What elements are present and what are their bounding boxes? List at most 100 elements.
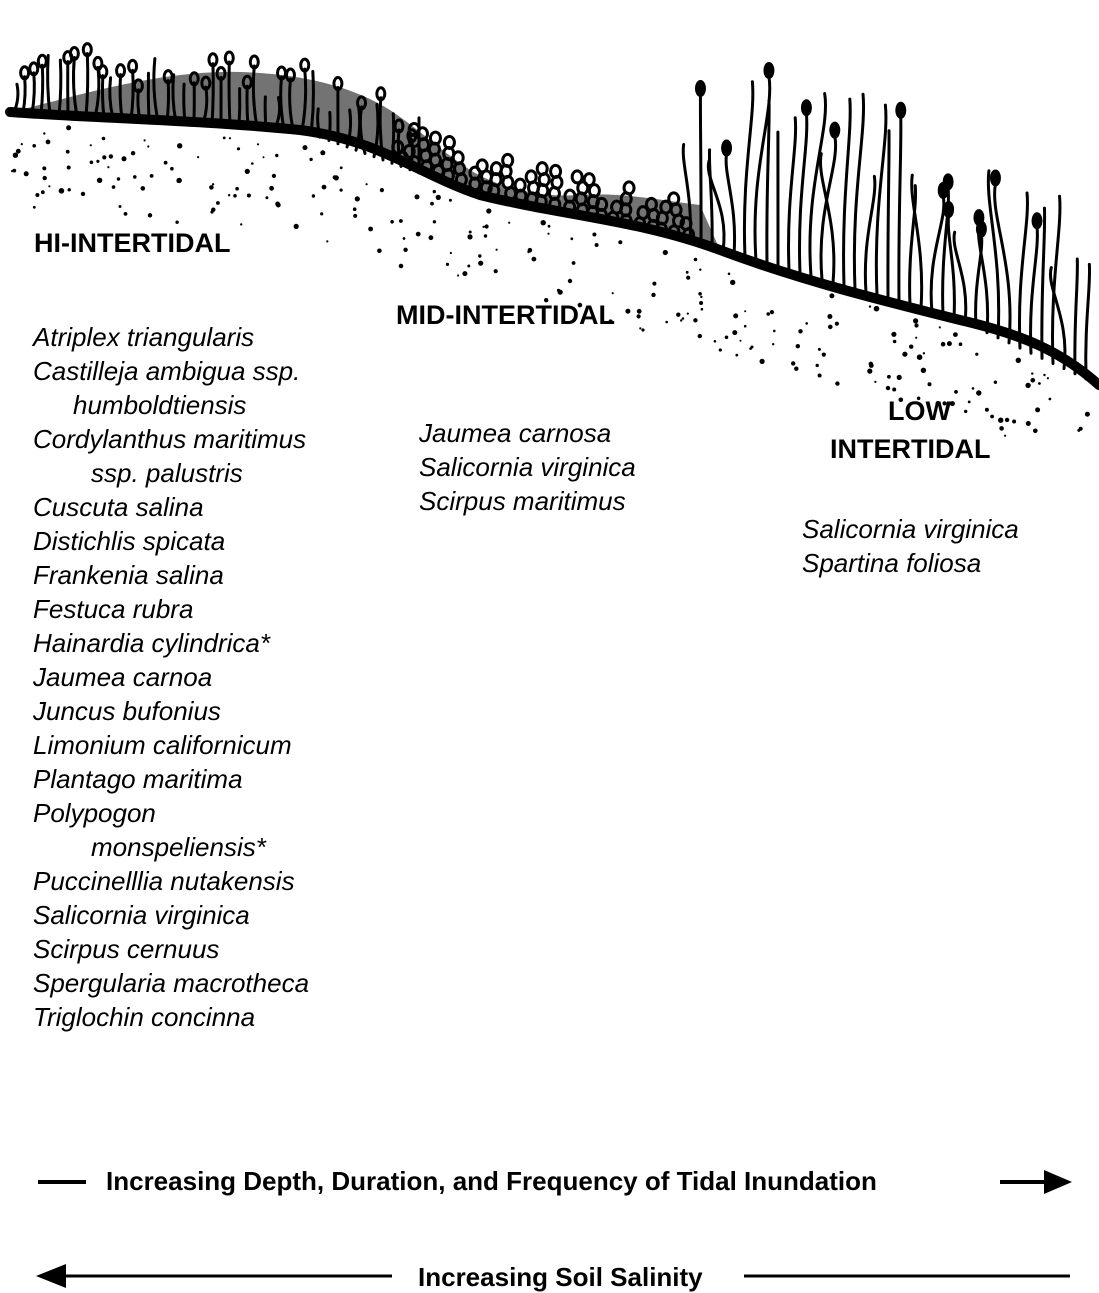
soil-speck (59, 188, 65, 194)
soil-speck (893, 340, 897, 344)
cordgrass-blade (726, 154, 734, 254)
soil-speck (869, 362, 873, 366)
soil-speck (117, 177, 120, 180)
low-intertidal-title-line2: INTERTIDAL (830, 430, 990, 468)
soil-speck (322, 185, 327, 190)
soil-speck (303, 145, 308, 150)
species-item: Cordylanthus maritimus (33, 422, 309, 456)
soil-speck (164, 161, 168, 165)
soil-speck (665, 321, 668, 324)
soil-speck (928, 382, 932, 386)
soil-speck (1026, 421, 1031, 426)
soil-speck (728, 273, 731, 276)
soil-speck (998, 418, 1003, 423)
species-item: monspeliensis* (33, 830, 309, 864)
soil-speck (1004, 435, 1006, 437)
soil-speck (818, 374, 822, 378)
succulent-segment (624, 182, 634, 194)
cordgrass-blade (744, 82, 752, 258)
soil-speck (150, 174, 154, 178)
soil-speck (663, 250, 668, 255)
soil-speck (897, 375, 902, 380)
soil-speck (1035, 407, 1040, 412)
low-intertidal-title-line1: LOW (888, 392, 951, 430)
soil-speck (102, 155, 106, 159)
soil-speck (21, 143, 23, 145)
soil-speck (228, 194, 230, 196)
soil-speck (122, 156, 127, 161)
soil-speck (914, 323, 918, 327)
soil-speck (177, 143, 182, 148)
soil-speck (954, 390, 958, 394)
mid-intertidal-species-list: Jaumea carnosa Salicornia virginica Scir… (419, 416, 636, 518)
soil-speck (144, 139, 146, 141)
soil-speck (90, 144, 92, 146)
soil-speck (326, 240, 328, 242)
soil-speck (1005, 418, 1009, 422)
seed-head (696, 81, 704, 95)
soil-speck (48, 185, 50, 187)
soil-speck (90, 161, 94, 165)
soil-speck (237, 147, 240, 150)
cordgrass-blade (876, 105, 886, 296)
soil-speck (353, 214, 357, 218)
cordgrass-blade (854, 94, 863, 289)
soil-speck (66, 125, 71, 130)
soil-speck (124, 212, 128, 216)
soil-speck (247, 194, 251, 198)
soil-speck (968, 401, 971, 404)
soil-speck (732, 330, 737, 335)
soil-speck (197, 156, 199, 158)
soil-speck (229, 137, 231, 139)
species-item: Puccinelllia nutakensis (33, 864, 309, 898)
cordgrass-blade (800, 114, 807, 274)
species-item: Limonium californicum (33, 728, 309, 762)
soil-speck (770, 310, 774, 314)
soil-speck (570, 237, 573, 240)
soil-speck (985, 408, 989, 412)
soil-speck (320, 150, 325, 155)
soil-speck (265, 196, 268, 199)
soil-speck (399, 264, 404, 269)
soil-speck (35, 193, 39, 197)
cordgrass-blade (1052, 196, 1059, 363)
soil-speck (1031, 372, 1033, 374)
soil-speck (399, 219, 403, 223)
soil-speck (41, 190, 45, 194)
soil-speck (959, 342, 963, 346)
soil-speck (744, 325, 747, 328)
species-item: Jaumea carnosa (419, 416, 636, 450)
species-item: Salicornia virginica (802, 512, 1019, 546)
soil-speck (887, 375, 891, 379)
soil-speck (1025, 383, 1030, 388)
soil-speck (867, 369, 872, 374)
species-item: Plantago maritima (33, 762, 309, 796)
soil-speck (651, 293, 655, 297)
soil-speck (119, 205, 122, 208)
soil-speck (791, 361, 795, 365)
soil-speck (886, 386, 890, 390)
soil-speck (210, 210, 213, 213)
soil-speck (131, 151, 135, 155)
soil-speck (340, 189, 343, 192)
soil-speck (805, 322, 808, 325)
soil-speck (240, 223, 242, 225)
soil-speck (68, 188, 71, 191)
soil-speck (1043, 374, 1045, 376)
soil-speck (462, 271, 467, 276)
soil-speck (547, 233, 549, 235)
soil-speck (701, 308, 704, 311)
soil-speck (595, 243, 599, 247)
soil-speck (355, 196, 360, 201)
soil-speck (1049, 398, 1052, 401)
soil-speck (43, 132, 45, 134)
soil-speck (403, 237, 406, 240)
soil-speck (835, 381, 839, 385)
soil-speck (829, 293, 834, 298)
soil-speck (416, 232, 421, 237)
soil-speck (827, 314, 832, 319)
soil-speck (744, 310, 746, 312)
species-item: Distichlis spicata (33, 524, 309, 558)
soil-speck (625, 309, 630, 314)
soil-speck (816, 364, 819, 367)
